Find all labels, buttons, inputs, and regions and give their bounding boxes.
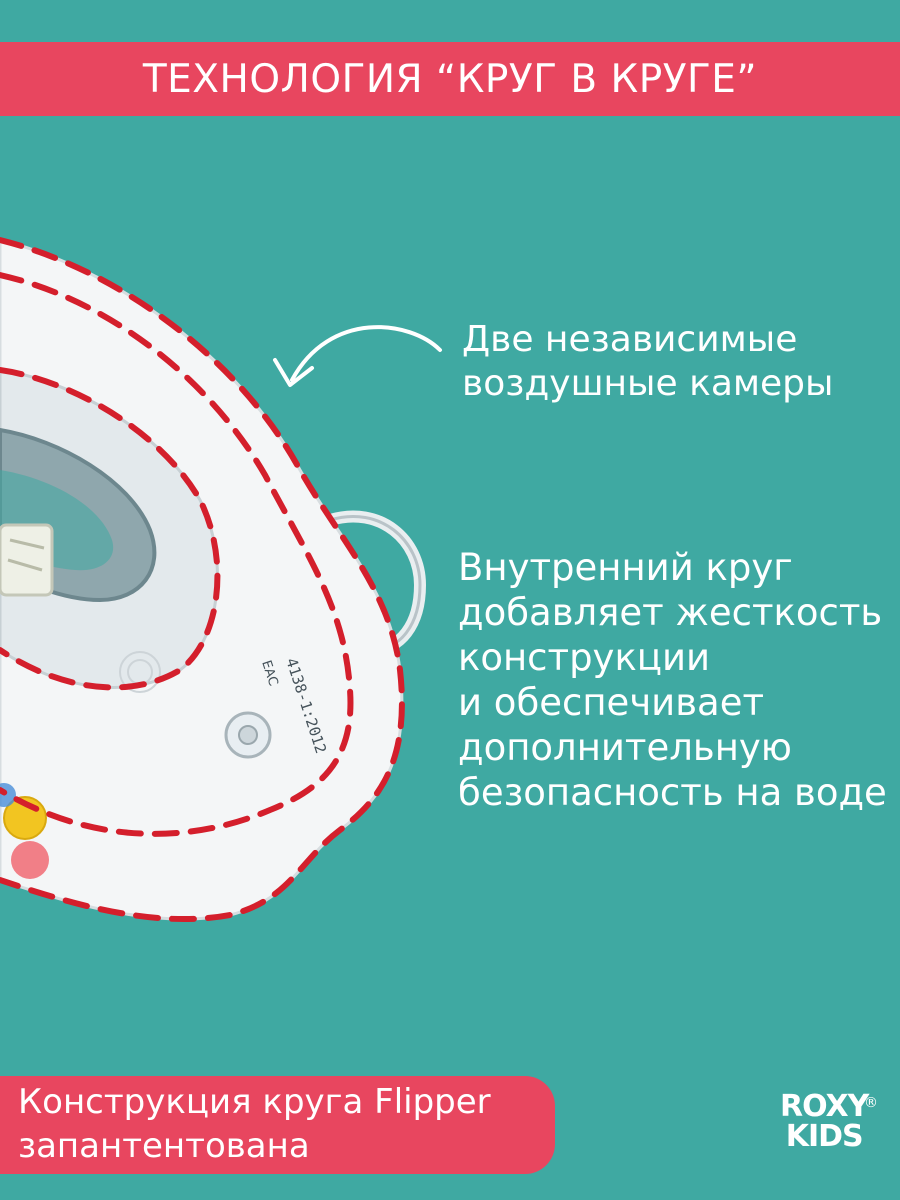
ring-buckle [0,523,54,597]
caption-line: добавляет жесткость [458,591,883,634]
caption-line: воздушные камеры [462,363,834,404]
inner-dashed-outline [0,367,221,691]
brand-logo: ROXY KIDS ® [780,1089,878,1154]
outer-dashed-outline [0,237,405,923]
rattle-ball-pink [11,841,49,879]
footer-line: Конструкция круга Flipper [18,1082,491,1122]
logo-word-roxy: ROXY [780,1089,869,1124]
caption-line: безопасность на воде [458,771,887,814]
header-title: ТЕХНОЛОГИЯ “КРУГ В КРУГЕ” [142,56,758,102]
registered-mark-icon: ® [864,1095,878,1111]
caption-line: Две независимые [462,319,798,360]
header-banner: ТЕХНОЛОГИЯ “КРУГ В КРУГЕ” [0,42,900,116]
footer-line: запантентована [18,1126,310,1166]
caption-air-chambers: Две независимые воздушные камеры [462,318,833,406]
caption-line: Внутренний круг [458,546,793,589]
logo-word-kids: KIDS [785,1119,864,1154]
caption-line: и обеспечивает [458,681,765,724]
caption-inner-ring: Внутренний круг добавляет жесткость конс… [458,545,887,815]
caption-line: дополнительную [458,726,792,769]
footer-banner: Конструкция круга Flipper запантентована [0,1076,555,1174]
emboss-mark [119,651,161,693]
curved-arrow-icon [290,325,442,382]
caption-line: конструкции [458,636,711,679]
